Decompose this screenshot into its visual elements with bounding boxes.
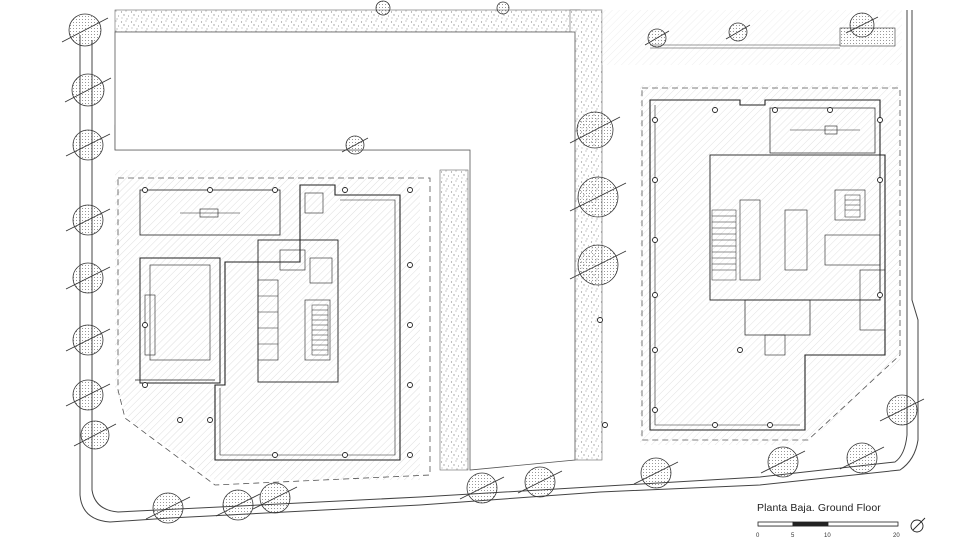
open-plaza	[114, 31, 576, 471]
site-boundary	[79, 10, 919, 523]
right-building	[649, 99, 886, 431]
scale-label-20: 20	[893, 533, 900, 539]
scale-bar	[757, 521, 899, 527]
left-stairs	[311, 304, 329, 356]
trees	[61, 0, 925, 524]
scale-label-5: 5	[791, 533, 795, 539]
scale-label-10: 10	[824, 533, 831, 539]
north-arrow-icon	[910, 517, 926, 533]
canopy-outlines	[117, 87, 901, 486]
right-stairs	[711, 194, 861, 281]
left-building	[135, 184, 401, 461]
drawing-title: Planta Baja. Ground Floor	[757, 502, 881, 514]
structural-columns	[142, 107, 883, 458]
scale-label-0: 0	[756, 533, 760, 539]
hedge	[650, 27, 896, 49]
